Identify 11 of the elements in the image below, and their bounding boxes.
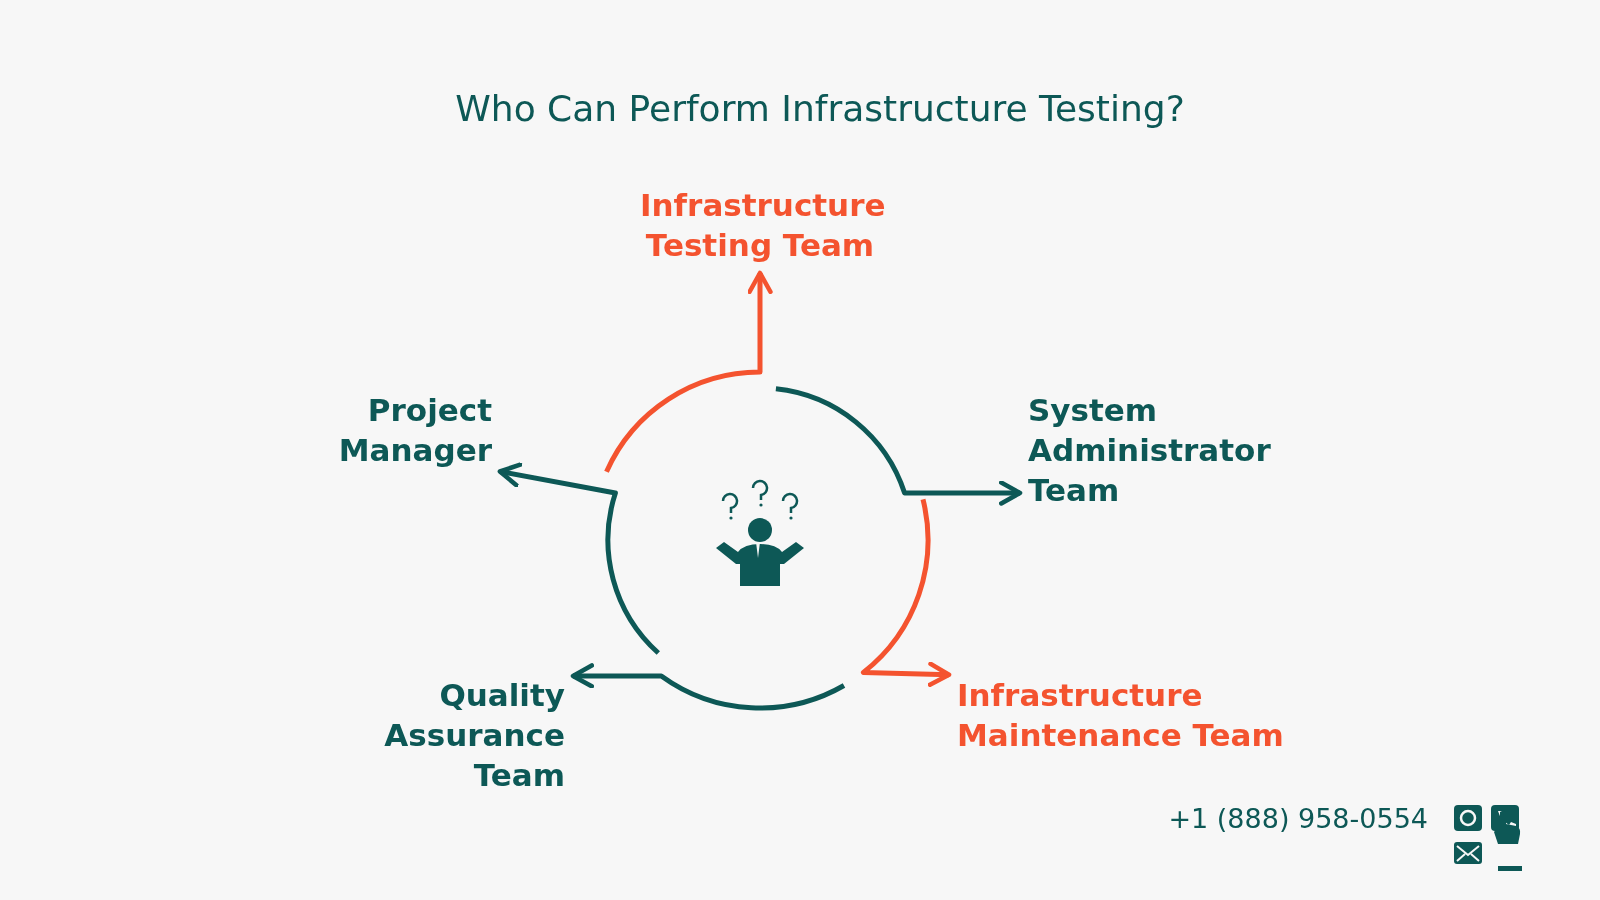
curved-arrow xyxy=(570,663,846,711)
curved-arrow xyxy=(497,462,661,655)
team-label: Infrastructure Maintenance Team xyxy=(957,676,1285,755)
phone-number: +1 (888) 958-0554 xyxy=(1168,803,1428,834)
curved-arrow xyxy=(775,386,1023,506)
curved-arrow xyxy=(604,270,773,473)
team-label: Project Manager xyxy=(337,391,492,470)
curved-arrow xyxy=(860,498,952,687)
team-label: Quality Assurance Team xyxy=(383,676,565,795)
diagram-title: Who Can Perform Infrastructure Testing? xyxy=(454,88,1186,129)
team-label: System Administrator Team xyxy=(1028,391,1272,510)
